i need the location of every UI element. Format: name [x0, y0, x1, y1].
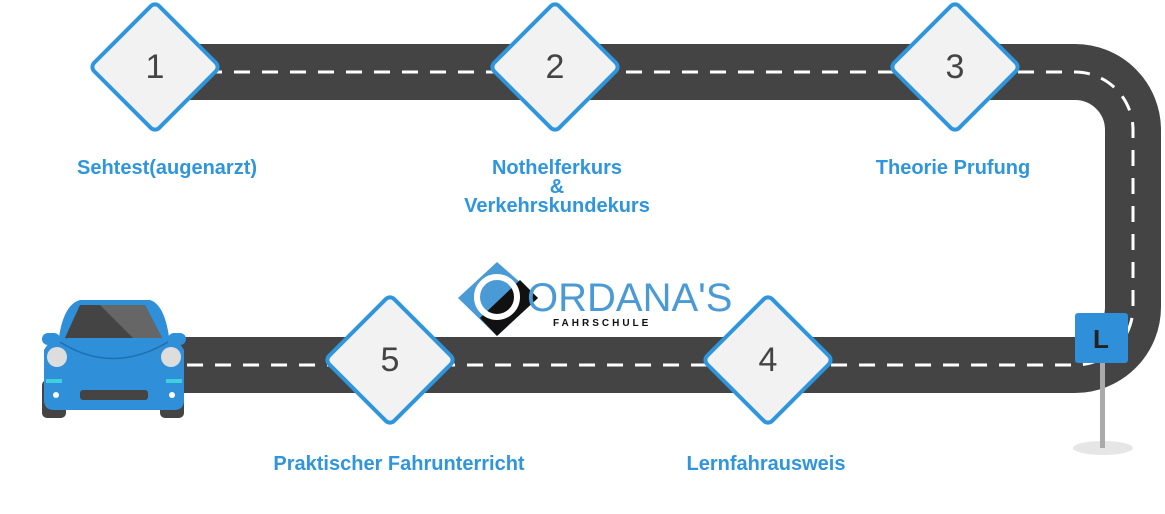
step-2-label: Nothelferkurs & Verkehrskundekurs: [464, 157, 650, 217]
logo: ORDANA'S FAHRSCHULE: [458, 262, 732, 336]
svg-text:2: 2: [546, 48, 565, 86]
step-5-marker: 5: [325, 295, 455, 425]
step-1-marker: 1: [90, 2, 220, 132]
learner-sign: L: [1073, 313, 1133, 455]
step-5-label: Praktischer Fahrunterricht: [273, 453, 525, 475]
logo-sub: FAHRSCHULE: [553, 318, 651, 329]
step-2-label-line2: &: [549, 176, 565, 198]
car-icon: [42, 300, 186, 418]
step-2-label-line1: Nothelferkurs: [491, 157, 623, 179]
road-center-line: [150, 70, 1135, 367]
step-2-marker: 2: [490, 2, 620, 132]
svg-text:3: 3: [946, 48, 965, 86]
step-4-marker: 4: [703, 295, 833, 425]
step-1-label: Sehtest(augenarzt): [76, 157, 258, 179]
step-2-label-line3: Verkehrskundekurs: [464, 195, 650, 217]
svg-text:5: 5: [381, 341, 400, 379]
step-3-label: Theorie Prufung: [875, 157, 1031, 179]
logo-name: ORDANA'S: [527, 276, 732, 320]
svg-text:4: 4: [759, 341, 778, 379]
step-4-label: Lernfahrausweis: [686, 453, 846, 475]
step-3-marker: 3: [890, 2, 1020, 132]
sign-letter: L: [1093, 324, 1109, 354]
svg-text:1: 1: [146, 48, 165, 86]
